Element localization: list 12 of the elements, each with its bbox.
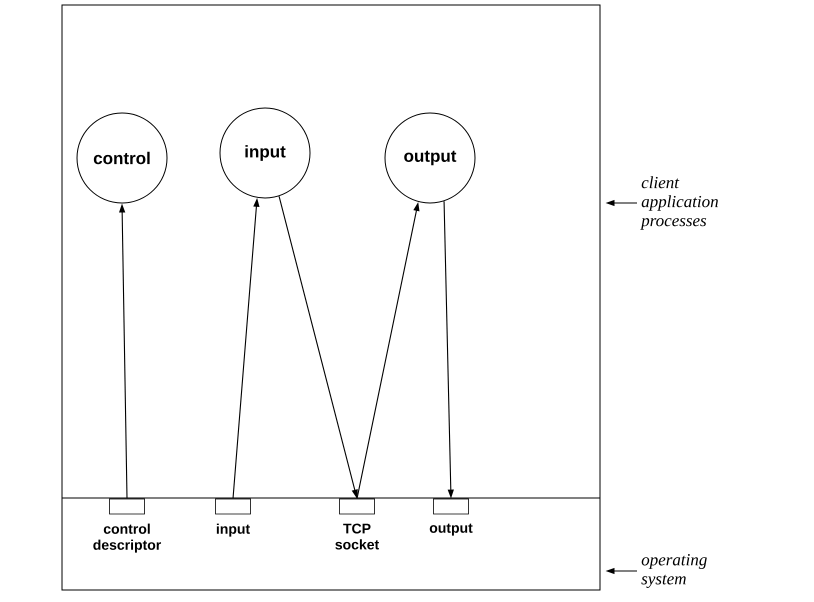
- descriptor-box: [109, 498, 145, 514]
- side-label: operating system: [641, 554, 707, 588]
- port-label: input: [216, 524, 250, 537]
- port-label: control descriptor: [93, 524, 162, 553]
- side-label: client application processes: [640, 176, 718, 230]
- port-label: TCP socket: [335, 524, 379, 550]
- port-label: output: [430, 524, 473, 536]
- descriptor-box: [215, 498, 251, 514]
- descriptor-box: [339, 498, 375, 514]
- region-box: [62, 498, 600, 590]
- region-box: [62, 4, 600, 498]
- descriptor-box: [433, 498, 469, 514]
